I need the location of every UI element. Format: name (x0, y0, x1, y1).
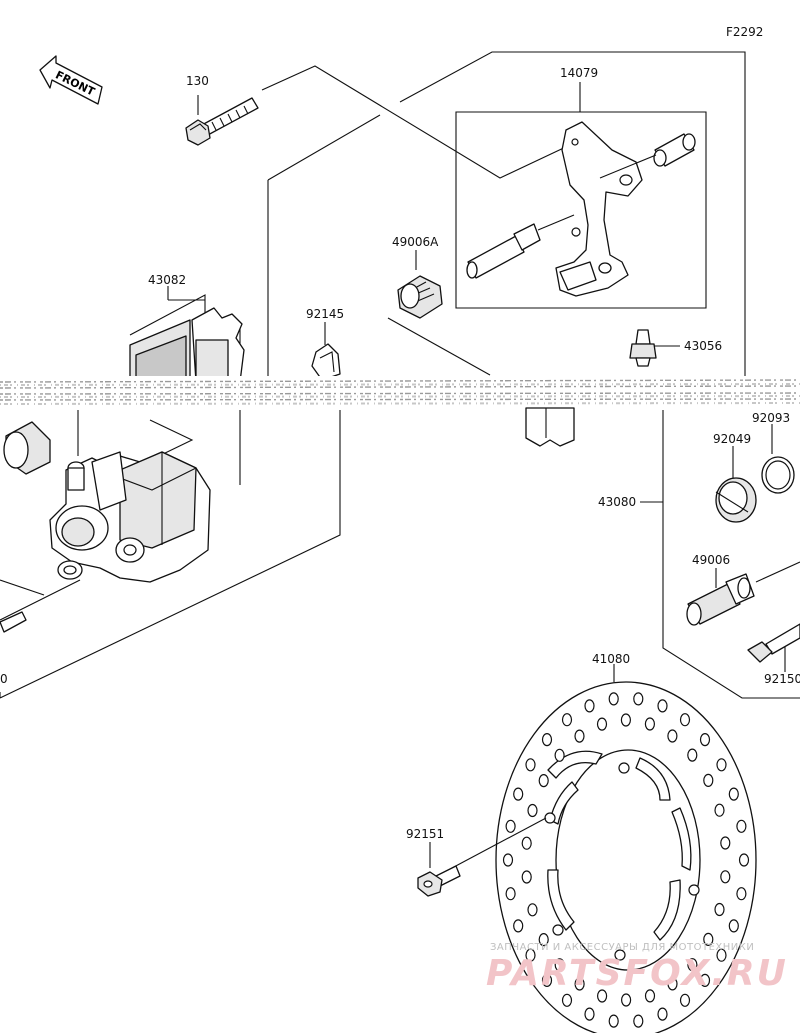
disc-vent-hole (584, 1007, 595, 1021)
label-14079: 14079 (560, 66, 598, 80)
disc-vent-hole (574, 729, 585, 743)
disc-vent-hole (505, 887, 516, 901)
disc-vent-hole (728, 919, 739, 933)
caliper-43080 (3, 410, 663, 583)
pin-49006 (686, 561, 800, 626)
bleeder-valve-43056 (629, 329, 680, 367)
disc-vent-hole (699, 732, 711, 747)
disc-vent-hole (738, 853, 750, 867)
disc-vent-hole (608, 692, 619, 706)
watermark: ЗАПЧАСТИ И АКСЕССУАРЫ ДЛЯ МОТОТЕХНИКИ PA… (486, 942, 788, 994)
disc-vent-hole (716, 758, 727, 772)
disc-vent-hole (541, 973, 553, 988)
disc-vent-hole (584, 699, 595, 713)
disc-vent-hole (644, 717, 656, 731)
disc-vent-hole (538, 773, 549, 788)
scan-noise-band (0, 376, 800, 410)
label-43080: 43080 (598, 495, 636, 509)
disc-vent-hole (554, 958, 565, 972)
disc-vent-hole (541, 732, 553, 747)
disc-vent-hole (720, 836, 731, 850)
bolt-92150 (747, 623, 800, 672)
disc-vent-hole (620, 713, 632, 727)
pad-spring-92145 (311, 343, 341, 381)
disc-vent-hole (736, 887, 747, 901)
disc-vent-hole (513, 919, 524, 933)
label-92093: 92093 (752, 411, 790, 425)
disc-vent-hole (521, 836, 532, 850)
disc-vent-hole (703, 773, 714, 788)
label-43082: 43082 (148, 273, 186, 287)
disc-vent-hole (679, 993, 691, 1007)
disc-vent-hole (633, 1014, 644, 1028)
disc-vent-hole (521, 870, 532, 884)
brake-pads-43082 (129, 286, 245, 383)
disc-vent-hole (608, 1014, 619, 1028)
bolt-130 (185, 95, 259, 146)
disc-vent-hole (596, 717, 608, 731)
disc-vent-hole (633, 692, 644, 706)
label-92150: 92150 (764, 672, 800, 686)
bolt-92151 (417, 842, 461, 897)
disc-vent-hole (699, 973, 711, 988)
disc-vent-hole (561, 713, 573, 727)
disc-vent-hole (667, 729, 678, 743)
disc-vent-hole (714, 803, 725, 817)
brake-disc-41080 (451, 664, 757, 1033)
disc-vent-hole (728, 787, 739, 801)
label-49006: 49006 (692, 553, 730, 567)
diagram-code: F2292 (726, 25, 763, 39)
label-41080: 41080 (592, 652, 630, 666)
label-49006A: 49006A (392, 235, 439, 249)
seal-92049 (715, 446, 757, 523)
watermark-caption: ЗАПЧАСТИ И АКСЕССУАРЫ ДЛЯ МОТОТЕХНИКИ (490, 942, 754, 953)
disc-vent-hole (644, 989, 656, 1003)
bracket-under-band (525, 407, 575, 447)
disc-vent-hole (714, 902, 725, 917)
caliper-bracket-14079 (466, 82, 696, 297)
disc-vent-hole (679, 713, 691, 727)
label-43056: 43056 (684, 339, 722, 353)
label-cut-left: 0 (0, 672, 8, 686)
pin-left (0, 579, 81, 633)
disc-vent-hole (720, 870, 731, 884)
disc-vent-hole (525, 948, 536, 962)
label-92049: 92049 (713, 432, 751, 446)
disc-vent-hole (505, 819, 516, 833)
boot-49006A (397, 250, 443, 319)
disc-vent-hole (657, 1007, 668, 1021)
disc-vent-hole (736, 819, 747, 833)
disc-vent-hole (538, 932, 549, 947)
label-92145: 92145 (306, 307, 344, 321)
disc-vent-hole (657, 699, 668, 713)
disc-vent-hole (574, 977, 585, 991)
disc-vent-hole (716, 948, 727, 962)
watermark-brand-logo: PARTSFOX.RU (486, 953, 788, 994)
disc-vent-hole (502, 853, 514, 867)
front-direction-arrow: FRONT (39, 55, 103, 105)
disc-vent-hole (554, 748, 565, 762)
label-92151: 92151 (406, 827, 444, 841)
disc-vent-hole (703, 932, 714, 947)
disc-vent-hole (525, 758, 536, 772)
label-130: 130 (186, 74, 209, 88)
disc-vent-hole (561, 993, 573, 1007)
disc-vent-hole (687, 958, 698, 972)
disc-vent-hole (527, 903, 538, 917)
disc-vent-hole (513, 787, 524, 801)
disc-vent-hole (527, 803, 538, 818)
disc-vent-hole (687, 748, 698, 762)
disc-vent-hole (620, 993, 632, 1007)
disc-vent-hole (667, 977, 678, 991)
seal-92093 (761, 424, 795, 494)
disc-vent-hole (596, 989, 608, 1003)
